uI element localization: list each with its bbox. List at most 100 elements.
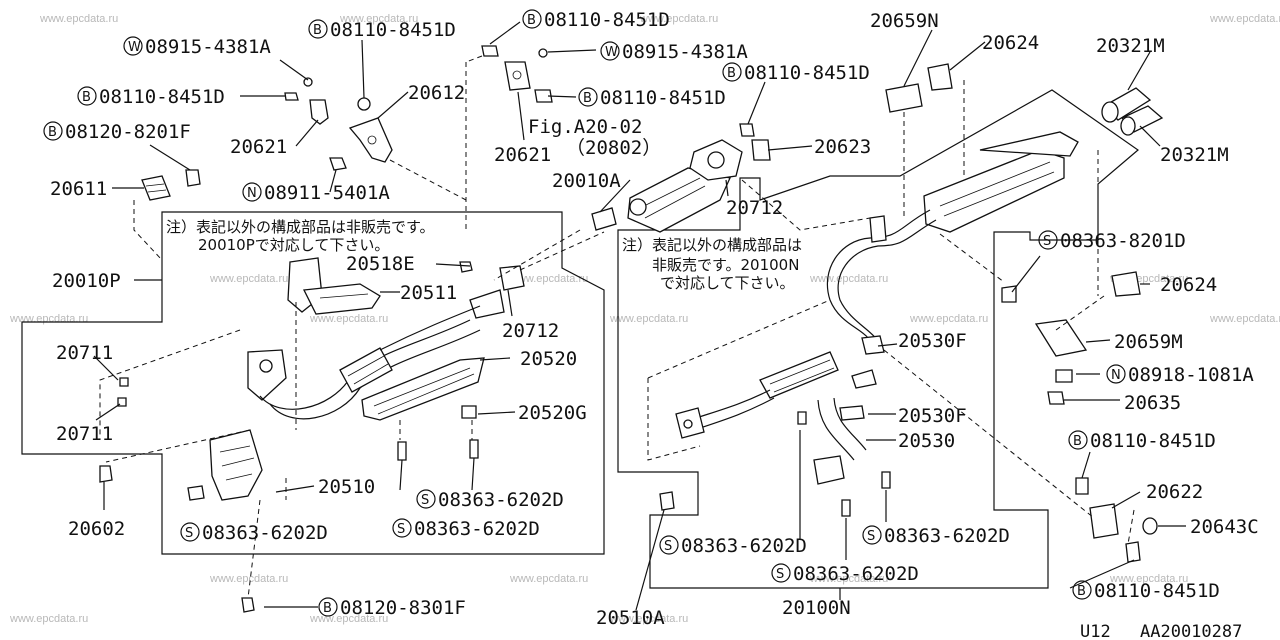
label-b-08110-8451d-top-mid: 08110-8451D [544, 9, 670, 31]
prefix-n: N [1111, 368, 1121, 383]
hanger-20621-drawing [481, 45, 553, 103]
prefix-n: N [247, 186, 257, 201]
label-b-08110-8451d-right-bottom: 08110-8451D [1094, 580, 1220, 602]
label-n-08911-5401a: 08911-5401A [264, 182, 390, 204]
watermark: www.epcdata.ru [339, 13, 418, 25]
label-s-08363-6202d-b: 08363-6202D [438, 489, 564, 511]
watermark: www.epcdata.ru [1209, 313, 1280, 325]
watermark: www.epcdata.ru [909, 313, 988, 325]
figure-ref-line1: Fig.A20-02 [528, 116, 642, 138]
footer-ref: AA20010287 [1140, 622, 1242, 640]
prefix-s: S [1043, 234, 1051, 249]
mount-bracket-20612-drawing [284, 77, 393, 171]
part-20624-top: 20624 [982, 32, 1039, 54]
prefix-circle-b [522, 9, 542, 29]
footer-code: U12 [1080, 622, 1111, 640]
tail-pipe-drawing [1101, 87, 1164, 136]
prefix-b: B [82, 90, 91, 105]
labels: W 08915-4381A B 08110-8451D B 08110-8451… [43, 9, 1259, 640]
figure-ref-line2: （20802） [566, 137, 661, 159]
prefix-b: B [1073, 434, 1082, 449]
prefix-circle-w [600, 41, 620, 61]
watermark: www.epcdata.ru [9, 313, 88, 325]
prefix-circle-n [1106, 364, 1126, 384]
prefix-circle-s [862, 525, 882, 545]
prefix-s: S [867, 529, 875, 544]
label-s-08363-8201d: 08363-8201D [1060, 230, 1186, 252]
prefix-circle-b [318, 597, 338, 617]
label-s-08363-6202d-e: 08363-6202D [884, 525, 1010, 547]
part-20711-bottom: 20711 [56, 423, 113, 445]
prefix-circle-n [242, 182, 262, 202]
watermark: www.epcdata.ru [39, 13, 118, 25]
label-b-08110-8451d-right-mid: 08110-8451D [1090, 430, 1216, 452]
prefix-circle-b [77, 86, 97, 106]
prefix-w: W [605, 45, 618, 60]
part-20518e: 20518E [346, 253, 415, 275]
part-20510a: 20510A [596, 607, 665, 629]
prefix-circle-b [43, 121, 63, 141]
watermark: www.epcdata.ru [209, 573, 288, 585]
watermark: www.epcdata.ru [9, 613, 88, 625]
part-20010p: 20010P [52, 270, 121, 292]
label-s-08363-6202d-f: 08363-6202D [793, 563, 919, 585]
part-20530f-bottom: 20530F [898, 405, 967, 427]
prefix-circle-s [659, 535, 679, 555]
catalytic-converter-drawing [591, 123, 771, 233]
part-20520: 20520 [520, 348, 577, 370]
prefix-circle-b [1072, 580, 1092, 600]
prefix-circle-s [392, 518, 412, 538]
label-b-08120-8201f: 08120-8201F [65, 121, 191, 143]
prefix-b: B [1077, 584, 1086, 599]
label-w-08915-4381a-mid: 08915-4381A [622, 41, 748, 63]
part-20623: 20623 [814, 136, 871, 158]
part-20643c: 20643C [1190, 516, 1259, 538]
prefix-circle-b [308, 19, 328, 39]
prefix-b: B [527, 13, 536, 28]
prefix-circle-s [416, 489, 436, 509]
part-20602: 20602 [68, 518, 125, 540]
label-n-08918-1081a: 08918-1081A [1128, 364, 1254, 386]
prefix-circle-b [722, 62, 742, 82]
watermark: www.epcdata.ru [809, 573, 888, 585]
note-right-line2: 非販売です。20100N [652, 256, 799, 274]
watermark: www.epcdata.ru [1109, 573, 1188, 585]
part-20321m-top: 20321M [1096, 35, 1165, 57]
watermark: www.epcdata.ru [609, 613, 688, 625]
part-20622: 20622 [1146, 481, 1203, 503]
part-20511: 20511 [400, 282, 457, 304]
center-pipe-muffler-drawing [659, 131, 1079, 517]
prefix-b: B [313, 23, 322, 38]
part-20635: 20635 [1124, 392, 1181, 414]
label-b-08120-8301f: 08120-8301F [340, 597, 466, 619]
prefix-circle-s [1038, 230, 1058, 250]
part-20530f-top: 20530F [898, 330, 967, 352]
prefix-circle-b [1068, 430, 1088, 450]
part-20659n: 20659N [870, 10, 939, 32]
leader-lines [93, 21, 1186, 611]
label-b-08110-8451d-mid: 08110-8451D [600, 87, 726, 109]
label-s-08363-6202d-a: 08363-6202D [202, 522, 328, 544]
part-20621-left: 20621 [230, 136, 287, 158]
part-20520g: 20520G [518, 402, 587, 424]
watermark: www.epcdata.ru [509, 273, 588, 285]
prefix-w: W [128, 40, 141, 55]
prefix-b: B [323, 601, 332, 616]
prefix-circle-s [180, 522, 200, 542]
note-left-line2: 20010Pで対応して下さい。 [198, 236, 389, 254]
part-20624-right: 20624 [1160, 274, 1217, 296]
note-left-line1: 注）表記以外の構成部品は非販売です。 [166, 218, 435, 236]
group-frame-20010p [21, 211, 605, 555]
prefix-s: S [664, 539, 672, 554]
label-b-08110-8451d-left: 08110-8451D [99, 86, 225, 108]
watermarks: www.epcdata.ru www.epcdata.ru www.epcdat… [9, 13, 1280, 625]
label-s-08363-6202d-d: 08363-6202D [681, 535, 807, 557]
watermark: www.epcdata.ru [209, 273, 288, 285]
part-20100n: 20100N [782, 597, 851, 619]
prefix-s: S [185, 526, 193, 541]
watermark: www.epcdata.ru [509, 573, 588, 585]
watermark: www.epcdata.ru [1209, 13, 1280, 25]
part-20711-top: 20711 [56, 342, 113, 364]
watermark: www.epcdata.ru [809, 273, 888, 285]
note-right-line1: 注）表記以外の構成部品は [622, 236, 802, 254]
